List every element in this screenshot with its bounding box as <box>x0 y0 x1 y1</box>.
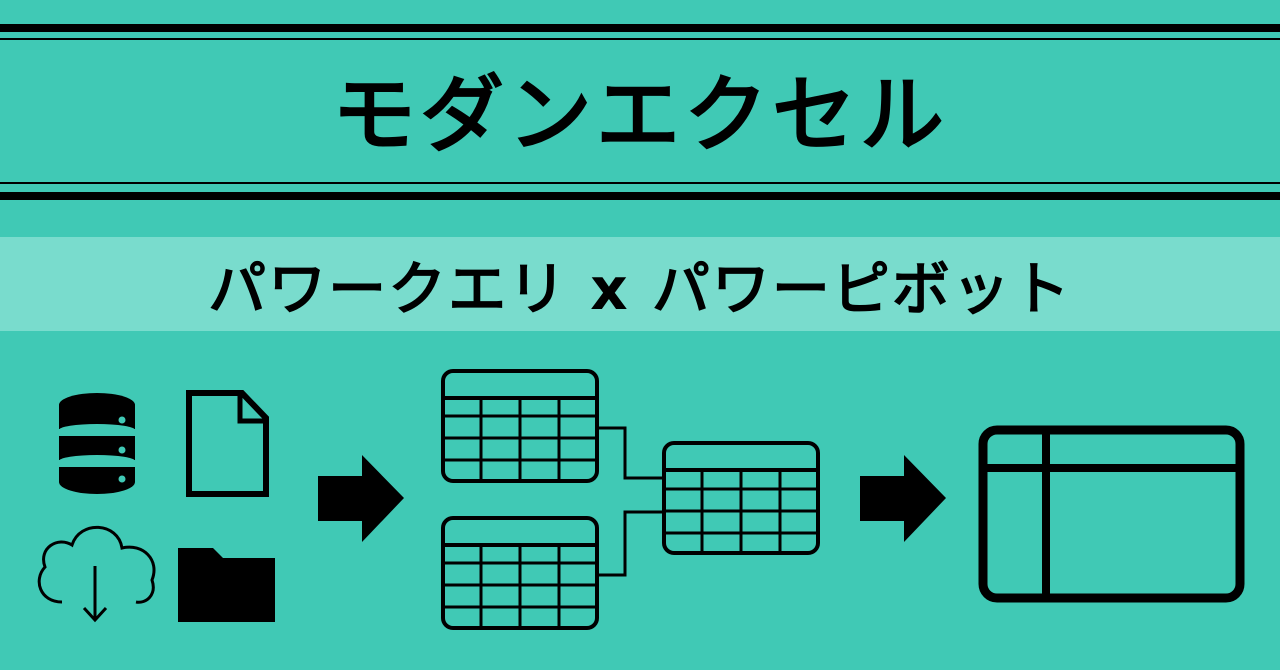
right-arrow-icon <box>318 455 404 542</box>
table-icon <box>441 369 599 483</box>
top-rule-thick <box>0 24 1280 32</box>
table-icon <box>662 441 820 555</box>
subtitle: パワークエリ x パワーピボット <box>208 255 1072 323</box>
database-icon <box>59 393 135 494</box>
right-arrow-icon <box>860 455 946 542</box>
table-connectors <box>597 426 664 577</box>
table-icon <box>441 516 599 630</box>
dashboard-window-icon <box>978 425 1245 603</box>
page-title: モダンエクセル <box>331 65 948 164</box>
bottom-rule-thick <box>0 192 1280 200</box>
bottom-rule-thin <box>0 182 1280 184</box>
subtitle-band: パワークエリ x パワーピボット <box>0 237 1280 331</box>
folder-icon <box>178 548 275 622</box>
cloud-download-icon <box>37 525 156 623</box>
file-icon <box>186 390 269 497</box>
top-rule-thin <box>0 38 1280 40</box>
